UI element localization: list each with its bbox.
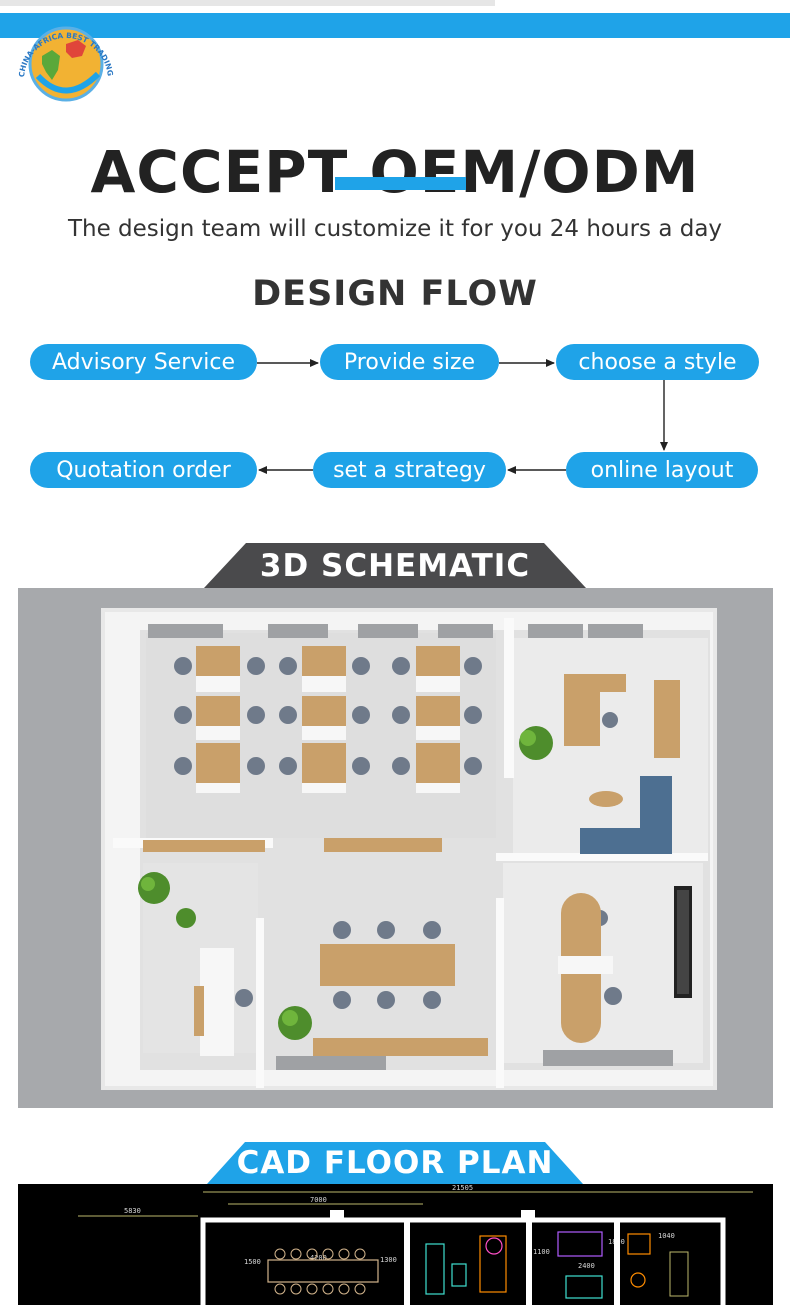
cad-banner: CAD FLOOR PLAN: [207, 1142, 583, 1184]
flow-step-online-layout: online layout: [566, 452, 758, 488]
flow-step-quotation-order: Quotation order: [30, 452, 257, 488]
cad-dim-d: 2400: [578, 1262, 595, 1270]
brand-logo: CHINA-AFRICA BEST TRADING PLATFORM: [8, 7, 117, 106]
top-accent-bar: [0, 13, 790, 38]
title-accent-bar: [335, 177, 466, 190]
cad-dim-total: 21505: [452, 1184, 473, 1192]
cad-dim-f: 1040: [658, 1232, 675, 1240]
cad-dim-room: 7000: [310, 1196, 327, 1204]
page-subtitle: The design team will customize it for yo…: [67, 216, 723, 242]
cad-floor-plan-image: 21505 5830 7000 4200 1500 1300 1100 2400…: [18, 1184, 773, 1305]
schematic-banner-shape: [204, 543, 586, 588]
flow-step-provide-size: Provide size: [320, 344, 499, 380]
cad-dim-table: 4200: [310, 1254, 327, 1262]
flow-arrows: [257, 359, 668, 474]
schematic-banner: 3D SCHEMATIC: [204, 543, 586, 588]
schematic-banner-label: 3D SCHEMATIC: [259, 547, 531, 584]
page-title: ACCEPT OEM/ODM: [90, 138, 700, 206]
flow-step-advisory-service: Advisory Service: [30, 344, 257, 380]
schematic-image: [18, 588, 773, 1108]
top-strip: [0, 0, 495, 6]
cad-drawing: 21505 5830 7000 4200 1500 1300 1100 2400…: [78, 1184, 753, 1305]
cad-dim-left: 5830: [124, 1207, 141, 1215]
flow-step-choose-style: choose a style: [556, 344, 759, 380]
cad-banner-shape: [207, 1142, 583, 1184]
cad-dim-b: 1300: [380, 1256, 397, 1264]
cad-dim-c: 1100: [533, 1248, 550, 1256]
flow-step-set-strategy: set a strategy: [313, 452, 506, 488]
cad-banner-label: CAD FLOOR PLAN: [236, 1145, 554, 1181]
office-layout-illustration: [101, 608, 717, 1090]
design-flow-heading: DESIGN FLOW: [252, 274, 538, 314]
globe-logo-icon: CHINA-AFRICA BEST TRADING PLATFORM: [8, 7, 115, 102]
cad-dim-a: 1500: [244, 1258, 261, 1266]
